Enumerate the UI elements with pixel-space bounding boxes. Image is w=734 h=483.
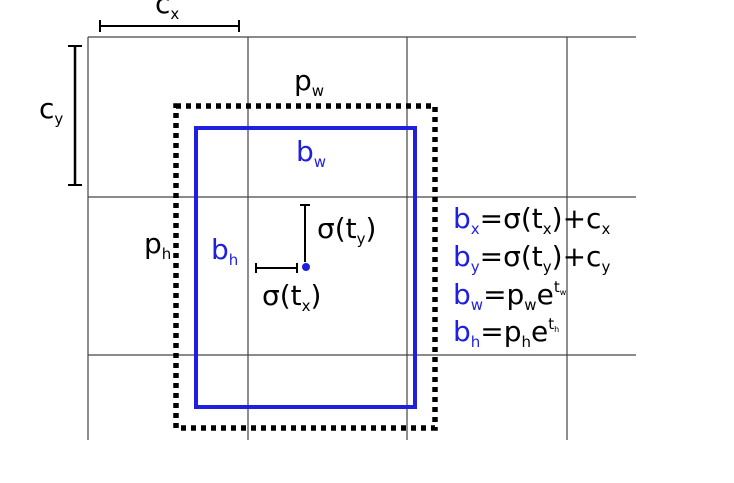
ph-label: ph xyxy=(144,227,172,263)
cx-dimension-marker xyxy=(99,20,240,32)
equation-bh: bh=pheth xyxy=(453,315,560,351)
sigma-tx-marker xyxy=(255,263,298,273)
pw-label: pw xyxy=(294,64,325,100)
sigma-tx-label: σ(tx) xyxy=(262,279,322,315)
sigma-ty-marker xyxy=(300,204,310,262)
cx-label: cx xyxy=(155,0,180,23)
equation-by: by=σ(ty)+cy xyxy=(453,240,611,276)
equation-bw: bw=pwetw xyxy=(453,278,567,314)
sigma-ty-label: σ(ty) xyxy=(317,212,377,248)
bw-label: bw xyxy=(296,135,327,171)
equation-bx: bx=σ(tx)+cx xyxy=(453,202,611,238)
bh-label: bh xyxy=(211,233,239,269)
anchor-box xyxy=(173,103,438,431)
predicted-box xyxy=(194,126,417,409)
center-point xyxy=(302,263,310,271)
cy-dimension-marker xyxy=(68,45,82,186)
cy-label: cy xyxy=(39,92,64,128)
